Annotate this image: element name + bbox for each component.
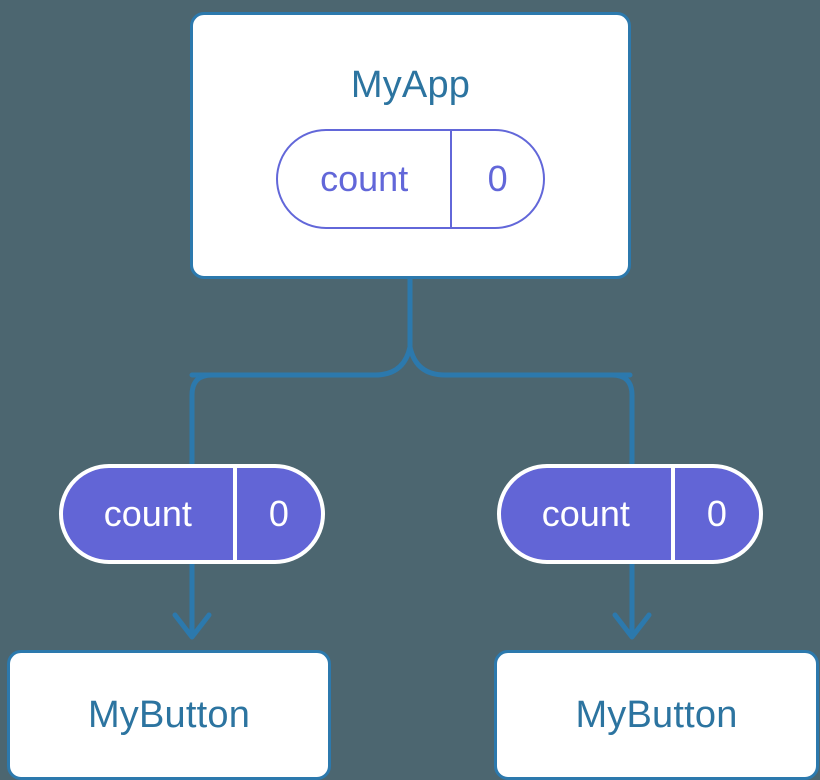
component-node-mybutton-left[interactable]: MyButton: [7, 650, 331, 780]
component-node-myapp[interactable]: MyApp: [190, 12, 631, 279]
prop-pill-right[interactable]: count 0: [497, 464, 763, 564]
fork-line: [189, 344, 633, 378]
prop-pill-key: count: [63, 468, 237, 560]
prop-pill-left[interactable]: count 0: [59, 464, 325, 564]
right-branch-line: [611, 372, 635, 467]
prop-pill-key: count: [501, 468, 675, 560]
prop-pill-value: 0: [706, 493, 727, 534]
left-arrow-head-icon: [172, 612, 212, 640]
state-pill-myapp[interactable]: count 0: [276, 129, 545, 229]
right-arrow-head-icon: [612, 612, 652, 640]
component-title-myapp: MyApp: [350, 64, 471, 106]
component-title-mybutton-left: MyButton: [87, 693, 251, 736]
prop-pill-value: 0: [268, 493, 289, 534]
component-title-mybutton-right: MyButton: [575, 693, 738, 736]
state-pill-value: 0: [487, 158, 508, 199]
state-pill-key: count: [278, 131, 453, 227]
left-branch-line: [189, 372, 213, 467]
component-node-mybutton-right[interactable]: MyButton: [494, 650, 819, 780]
